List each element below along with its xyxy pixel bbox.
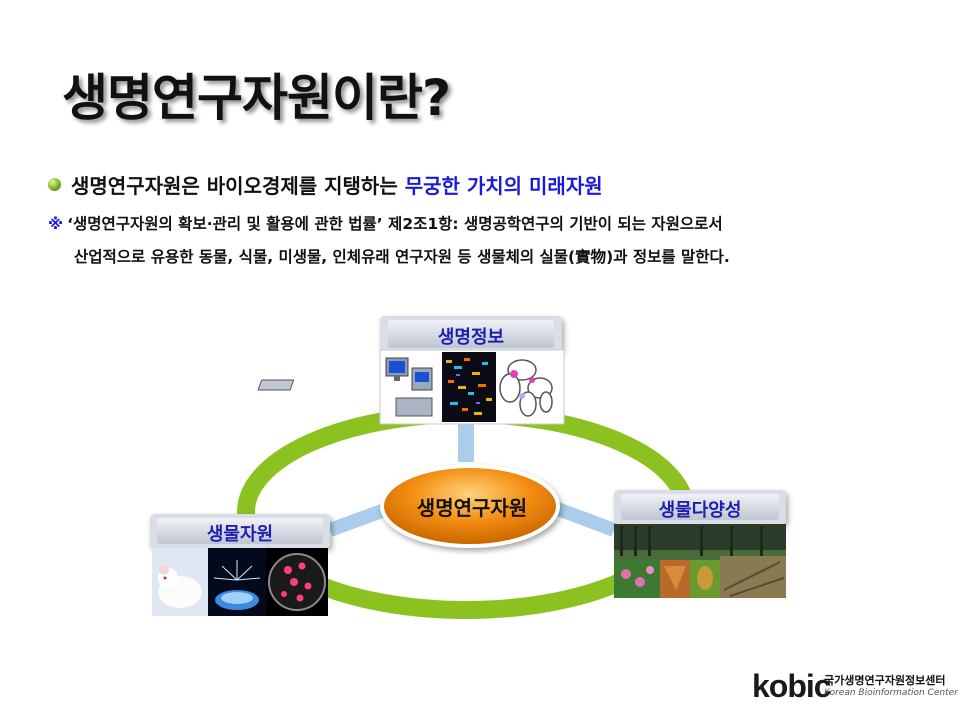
bullet-statement: 생명연구자원은 바이오경제를 지탱하는 무궁한 가치의 미래자원 xyxy=(48,170,603,199)
white-mouse-image xyxy=(152,548,208,616)
note-mark: ※ xyxy=(48,215,64,233)
law-note-line2: 산업적으로 유용한 동물, 식물, 미생물, 인체유래 연구자원 등 생물체의 … xyxy=(74,248,730,266)
cell-culture-image xyxy=(266,548,328,616)
dna-gel-image xyxy=(442,352,496,422)
node-label-left: 생물자원 xyxy=(206,524,274,545)
page-title: 생명연구자원이란? xyxy=(62,69,451,127)
law-note-line1: ※‘생명연구자원의 확보·관리 및 활용에 관한 법률’ 제2조1항: 생명공학… xyxy=(48,212,723,234)
node-label-right: 생물다양성 xyxy=(658,500,742,521)
node-label-top: 생명정보 xyxy=(437,327,505,348)
logo-english: Korean Bioinformation Center xyxy=(824,688,958,698)
center-node-shape xyxy=(380,464,560,548)
law-note-text1: ‘생명연구자원의 확보·관리 및 활용에 관한 법률’ 제2조1항: 생명공학연… xyxy=(67,215,723,233)
computer-icon xyxy=(257,357,433,417)
kobic-logo: kobic 국가생명연구자원정보센터 Korean Bioinformation… xyxy=(752,668,958,708)
logo-korean: 국가생명연구자원정보센터 xyxy=(824,674,946,687)
biodiversity-image xyxy=(614,524,786,598)
protein-structure-icon xyxy=(499,359,553,417)
logo-brand: kobic xyxy=(752,668,832,704)
spoke-left xyxy=(327,501,393,537)
bullet-text-highlight: 무궁한 가치의 미래자원 xyxy=(404,174,603,198)
spoke-right xyxy=(552,501,617,537)
bullet-text-plain: 생명연구자원은 바이오경제를 지탱하는 xyxy=(71,174,398,198)
petri-light-image xyxy=(208,548,266,616)
center-node-label: 생명연구자원 xyxy=(416,495,528,520)
bullet-text: 생명연구자원은 바이오경제를 지탱하는 무궁한 가치의 미래자원 xyxy=(71,170,603,199)
bullet-icon xyxy=(48,178,61,191)
